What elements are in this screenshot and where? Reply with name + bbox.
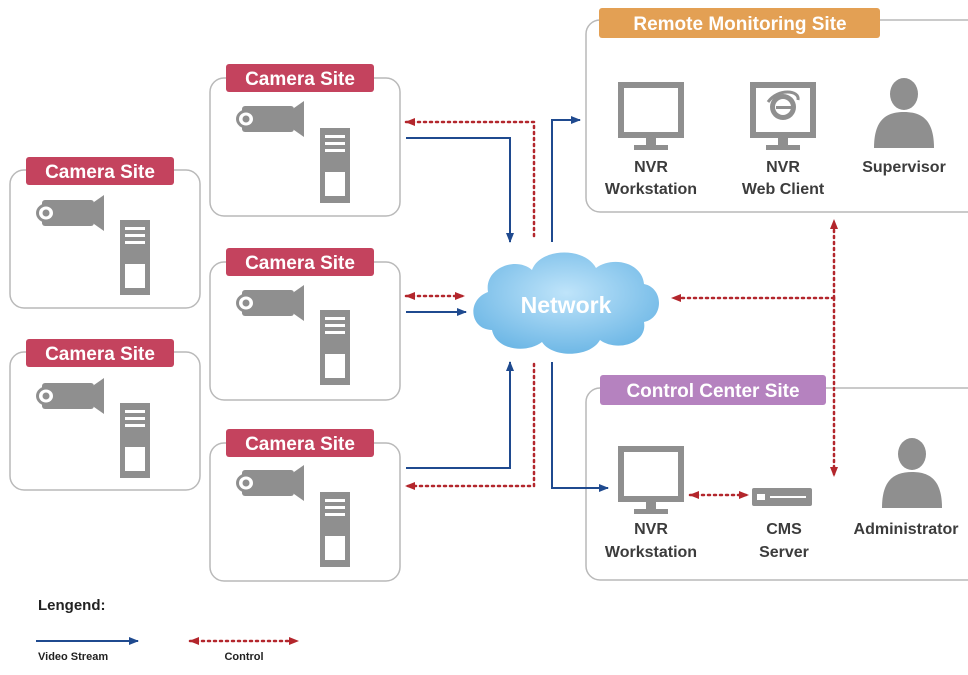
- remote-site-label: Remote Monitoring Site: [633, 14, 846, 35]
- supervisor-label: Supervisor: [862, 159, 946, 176]
- cms-server-line2: Server: [759, 544, 809, 561]
- camera-site-label: Camera Site: [45, 344, 155, 365]
- network-label: Network: [521, 292, 612, 318]
- remote-monitoring-site: Remote Monitoring Site NVR Workstation N…: [585, 8, 968, 213]
- camera-site-5: Camera Site: [209, 429, 401, 582]
- control-link-top-site: [404, 118, 536, 238]
- server-tower-icon: [320, 128, 350, 203]
- camera-site-1: Camera Site: [9, 157, 201, 309]
- nvr-workstation-line1: NVR: [634, 521, 668, 538]
- cms-server-line1: CMS: [766, 521, 802, 538]
- camera-site-label: Camera Site: [45, 162, 155, 183]
- legend: Lengend: Video Stream Control: [36, 597, 300, 663]
- legend-video-stream-label: Video Stream: [38, 651, 108, 663]
- nvr-web-client-line1: NVR: [766, 159, 800, 176]
- network-cloud: Network: [473, 252, 659, 354]
- control-links: [404, 118, 838, 499]
- camera-site-3: Camera Site: [209, 64, 401, 217]
- nvr-web-client-icon: [750, 82, 816, 150]
- video-stream-links: [406, 116, 609, 492]
- server-tower-icon: [320, 492, 350, 567]
- nvr-workstation-line2: Workstation: [605, 544, 697, 561]
- server-tower-icon: [120, 220, 150, 295]
- camera-site-label: Camera Site: [245, 253, 355, 274]
- camera-site-2: Camera Site: [9, 339, 201, 491]
- video-link-control-site: [551, 362, 609, 492]
- video-link-bottom-site: [406, 361, 514, 469]
- server-tower-icon: [320, 310, 350, 385]
- nvr-workstation-line2: Workstation: [605, 181, 697, 198]
- camera-site-label: Camera Site: [245, 69, 355, 90]
- camera-site-label: Camera Site: [245, 434, 355, 455]
- legend-control-label: Control: [224, 651, 263, 663]
- control-center-site: Control Center Site NVR Workstation CMS …: [585, 375, 968, 581]
- legend-title: Lengend:: [38, 597, 106, 614]
- administrator-label: Administrator: [854, 521, 959, 538]
- server-tower-icon: [120, 403, 150, 478]
- video-link-remote-site: [551, 116, 581, 242]
- cloud-icon: [473, 252, 659, 354]
- control-site-label: Control Center Site: [626, 381, 799, 402]
- cms-server-icon: [752, 488, 812, 506]
- video-link-top-site: [406, 137, 514, 243]
- camera-site-4: Camera Site: [209, 248, 401, 401]
- nvr-web-client-line2: Web Client: [742, 181, 825, 198]
- control-link-bottom-site: [404, 362, 536, 490]
- nvr-workstation-line1: NVR: [634, 159, 668, 176]
